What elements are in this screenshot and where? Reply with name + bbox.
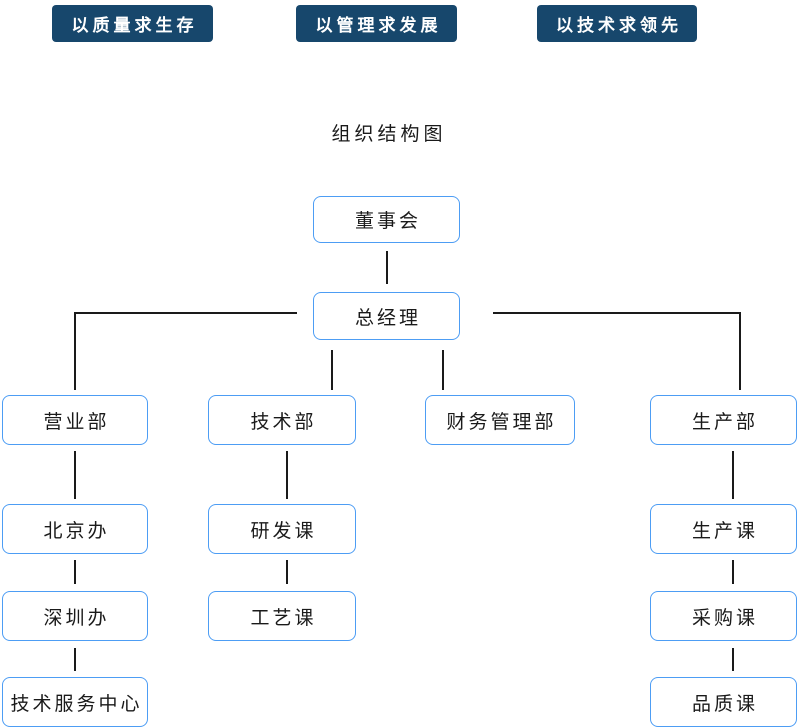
org-node-shenzhen-office: 深圳办 xyxy=(2,591,148,641)
connector-shenzhen-techservice xyxy=(74,648,76,671)
connector-production-prodsection xyxy=(732,451,734,499)
connector-gm-right-horizontal xyxy=(493,312,740,314)
banner-quality: 以质量求生存 xyxy=(52,5,213,42)
connector-sales-beijing xyxy=(74,451,76,499)
connector-gm-sales-vertical xyxy=(74,312,76,390)
org-node-finance-dept: 财务管理部 xyxy=(425,395,575,445)
org-node-purchasing-section: 采购课 xyxy=(650,591,797,641)
org-node-beijing-office: 北京办 xyxy=(2,504,148,554)
org-node-board: 董事会 xyxy=(313,196,460,243)
connector-prodsection-purchasing xyxy=(732,560,734,584)
banner-technology: 以技术求领先 xyxy=(537,5,697,42)
connector-purchasing-quality xyxy=(732,648,734,671)
connector-gm-tech-vertical xyxy=(331,350,333,390)
org-node-general-manager: 总经理 xyxy=(313,292,460,340)
org-node-quality-section: 品质课 xyxy=(650,677,797,727)
connector-tech-rd xyxy=(286,451,288,499)
org-node-production-section: 生产课 xyxy=(650,504,797,554)
org-node-sales-dept: 营业部 xyxy=(2,395,148,445)
connector-gm-production-vertical xyxy=(739,312,741,390)
org-node-rd-section: 研发课 xyxy=(208,504,356,554)
connector-gm-finance-vertical xyxy=(442,350,444,390)
org-node-production-dept: 生产部 xyxy=(650,395,797,445)
banner-management: 以管理求发展 xyxy=(296,5,457,42)
connector-gm-left-horizontal xyxy=(75,312,297,314)
page-title: 组织结构图 xyxy=(331,124,447,145)
org-node-tech-dept: 技术部 xyxy=(208,395,356,445)
connector-rd-process xyxy=(286,560,288,584)
connector-board-gm xyxy=(386,251,388,284)
connector-beijing-shenzhen xyxy=(74,560,76,584)
org-node-process-section: 工艺课 xyxy=(208,591,356,641)
org-node-tech-service-center: 技术服务中心 xyxy=(2,677,148,727)
